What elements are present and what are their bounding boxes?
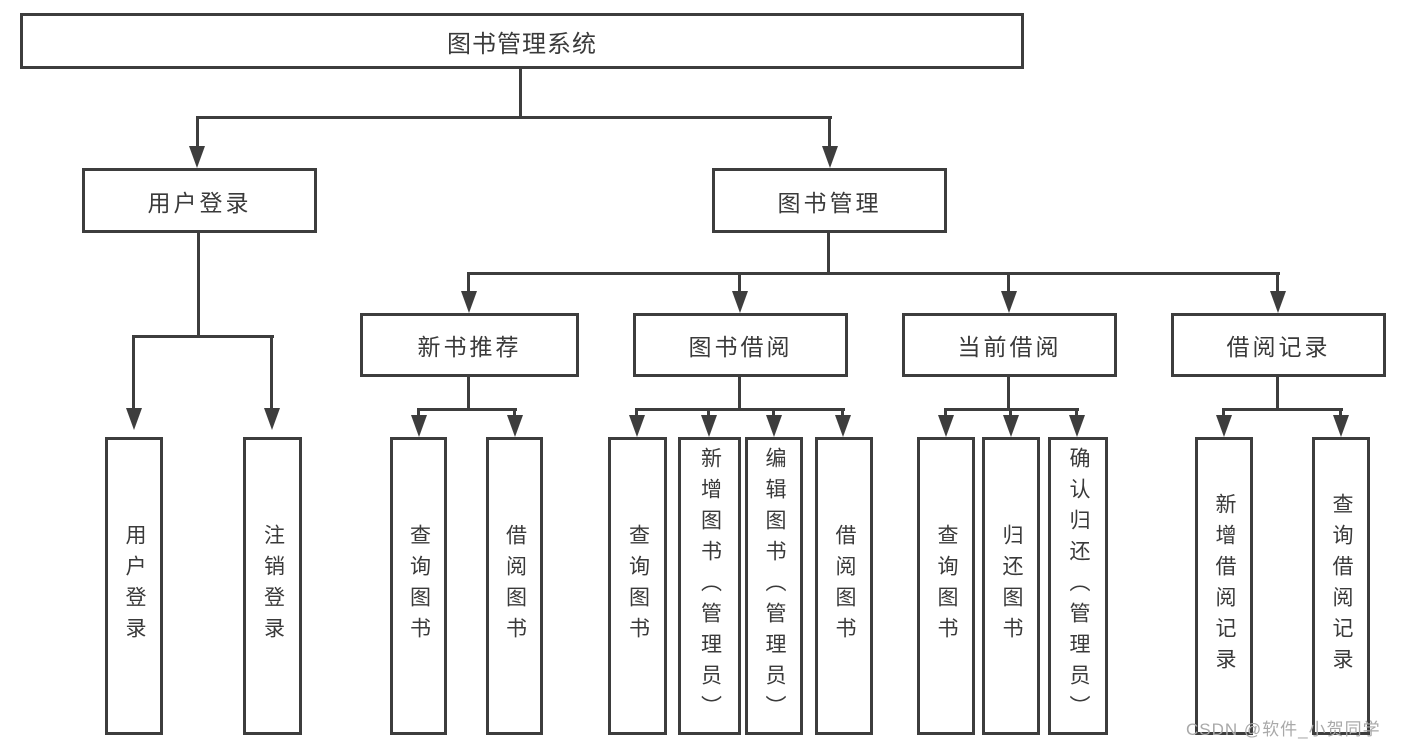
connector-root-vline xyxy=(519,69,522,116)
connector-arrow-shaft xyxy=(738,272,741,292)
csdn-watermark: CSDN @软件_小贺同学 xyxy=(1186,720,1381,739)
leaf-query-books-recommend: 查询图书 xyxy=(390,437,447,735)
arrowhead-icon xyxy=(507,415,523,437)
arrowhead-icon xyxy=(1270,291,1286,313)
connector-arrow-shaft xyxy=(1222,408,1225,416)
arrowhead-icon xyxy=(766,415,782,437)
connector-arrow-shaft xyxy=(1075,408,1078,416)
connector-arrow-shaft xyxy=(1339,408,1342,416)
connector-arrow-shaft xyxy=(828,116,831,147)
node-book-management: 图书管理 xyxy=(712,168,947,233)
arrowhead-icon xyxy=(1001,291,1017,313)
arrowhead-icon xyxy=(1003,415,1019,437)
connector-groupC-vline xyxy=(1007,377,1010,408)
connector-groupA-vline xyxy=(467,377,470,408)
connector-arrow-shaft xyxy=(417,408,420,416)
connector-arrow-shaft xyxy=(635,408,638,416)
arrowhead-icon xyxy=(1333,415,1349,437)
arrowhead-icon xyxy=(1216,415,1232,437)
connector-arrow-shaft xyxy=(1276,272,1279,292)
leaf-borrow-books-recommend: 借阅图书 xyxy=(486,437,543,735)
connector-groupD-hline xyxy=(1222,408,1343,411)
connector-groupB-hline xyxy=(635,408,845,411)
arrowhead-icon xyxy=(835,415,851,437)
arrowhead-icon xyxy=(938,415,954,437)
connector-arrow-shaft xyxy=(513,408,516,416)
connector-arrow-shaft xyxy=(1009,408,1012,416)
node-book-borrow: 图书借阅 xyxy=(633,313,848,377)
connector-arrow-shaft xyxy=(944,408,947,416)
node-new-book-recommend: 新书推荐 xyxy=(360,313,579,377)
connector-book-mgmt-vline xyxy=(827,233,830,272)
arrowhead-icon xyxy=(822,146,838,168)
connector-user-login-vline xyxy=(197,233,200,335)
arrowhead-icon xyxy=(732,291,748,313)
node-root: 图书管理系统 xyxy=(20,13,1024,69)
connector-level3-hline xyxy=(467,272,1280,275)
connector-arrow-shaft xyxy=(270,335,273,409)
connector-groupB-vline xyxy=(738,377,741,408)
arrowhead-icon xyxy=(461,291,477,313)
connector-arrow-shaft xyxy=(132,335,135,409)
node-current-borrow: 当前借阅 xyxy=(902,313,1117,377)
leaf-edit-books-admin: 编辑图书（管理员） xyxy=(745,437,803,735)
connector-groupA-hline xyxy=(417,408,517,411)
leaf-add-books-admin: 新增图书（管理员） xyxy=(678,437,741,735)
connector-user-login-hline xyxy=(132,335,274,338)
leaf-query-borrow-record: 查询借阅记录 xyxy=(1312,437,1370,735)
node-borrow-records: 借阅记录 xyxy=(1171,313,1386,377)
arrowhead-icon xyxy=(701,415,717,437)
leaf-borrow-books: 借阅图书 xyxy=(815,437,873,735)
arrowhead-icon xyxy=(629,415,645,437)
arrowhead-icon xyxy=(1069,415,1085,437)
leaf-query-books-borrow: 查询图书 xyxy=(608,437,667,735)
leaf-query-books-current: 查询图书 xyxy=(917,437,975,735)
arrowhead-icon xyxy=(411,415,427,437)
leaf-add-borrow-record: 新增借阅记录 xyxy=(1195,437,1253,735)
connector-groupD-vline xyxy=(1276,377,1279,408)
connector-arrow-shaft xyxy=(1007,272,1010,292)
leaf-return-books: 归还图书 xyxy=(982,437,1040,735)
connector-level2-hline xyxy=(196,116,832,119)
leaf-logout: 注销登录 xyxy=(243,437,302,735)
arrowhead-icon xyxy=(126,408,142,430)
leaf-confirm-return-admin: 确认归还（管理员） xyxy=(1048,437,1108,735)
connector-arrow-shaft xyxy=(707,408,710,416)
arrowhead-icon xyxy=(264,408,280,430)
connector-arrow-shaft xyxy=(196,116,199,147)
leaf-user-login: 用户登录 xyxy=(105,437,163,735)
connector-arrow-shaft xyxy=(841,408,844,416)
connector-arrow-shaft xyxy=(467,272,470,292)
node-user-login: 用户登录 xyxy=(82,168,317,233)
connector-arrow-shaft xyxy=(772,408,775,416)
arrowhead-icon xyxy=(189,146,205,168)
